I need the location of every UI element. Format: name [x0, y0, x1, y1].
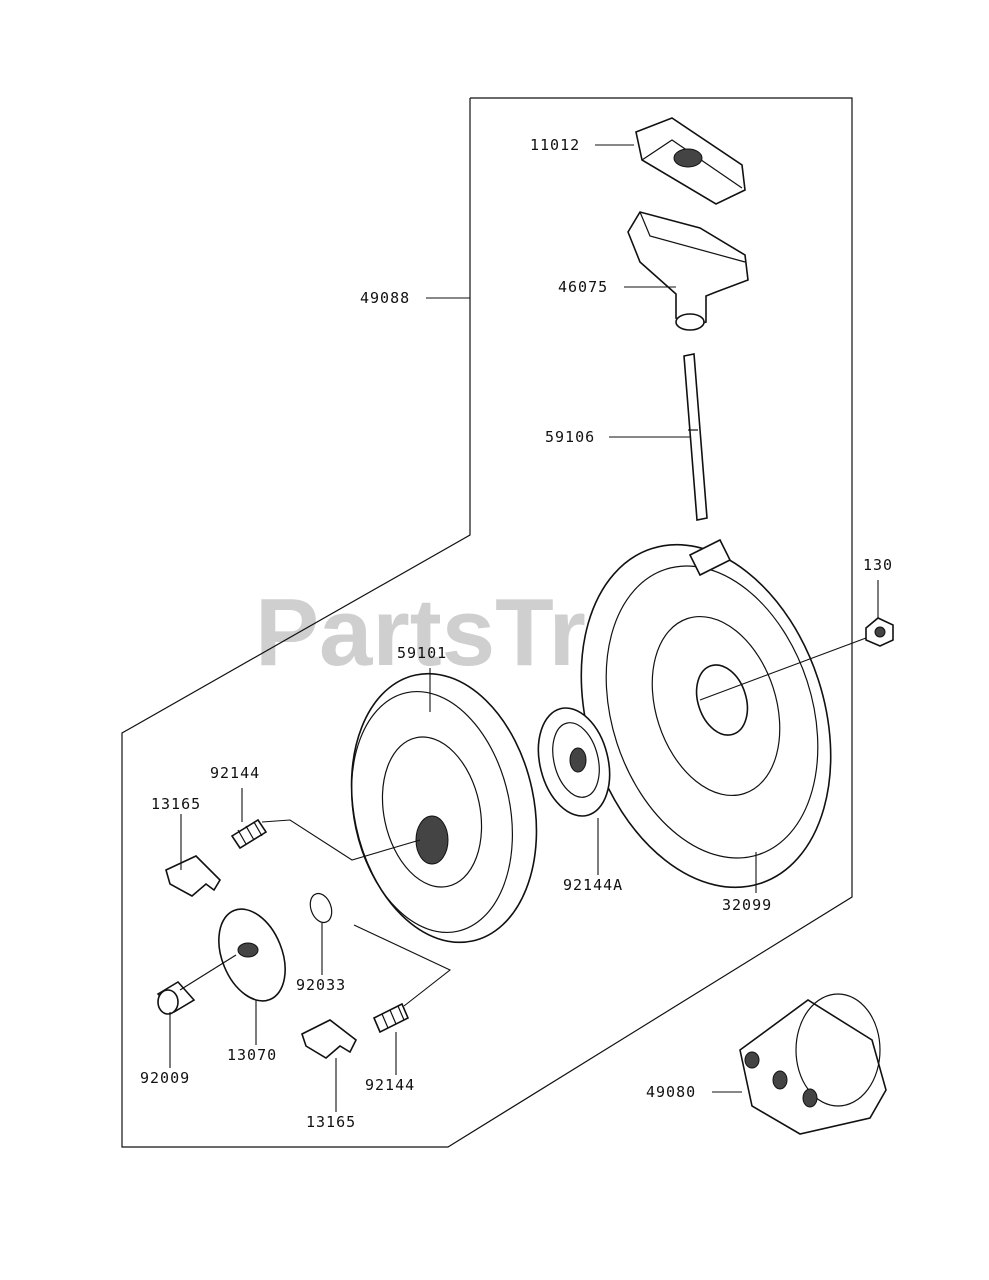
handle-grip-part — [635, 117, 746, 205]
leader-lines — [169, 144, 879, 1112]
spring-top-part — [230, 818, 268, 850]
t-handle-part — [627, 211, 749, 331]
screw-part — [156, 980, 196, 1015]
part-label-46075: 46075 — [558, 278, 608, 296]
part-label-49088: 49088 — [360, 289, 410, 307]
part-label-92144a: 92144A — [563, 876, 623, 894]
clip-part — [309, 892, 333, 924]
part-label-92009: 92009 — [140, 1069, 190, 1087]
part-label-49080: 49080 — [646, 1083, 696, 1101]
pulley-part — [739, 993, 887, 1135]
part-label-13165-top: 13165 — [151, 795, 201, 813]
nut-part — [865, 617, 894, 647]
spring-bottom-part — [372, 1002, 410, 1034]
ratchet-bottom-part — [301, 1019, 358, 1059]
assembly-outline — [121, 97, 853, 1148]
part-label-13070: 13070 — [227, 1046, 277, 1064]
starter-case-part — [580, 538, 832, 889]
part-label-92144-top: 92144 — [210, 764, 260, 782]
part-label-130: 130 — [863, 556, 893, 574]
part-label-59106: 59106 — [545, 428, 595, 446]
part-label-13165-bottom: 13165 — [306, 1113, 356, 1131]
part-label-92033: 92033 — [296, 976, 346, 994]
recoil-spring-part — [537, 707, 611, 817]
guide-plate-part — [218, 908, 286, 1002]
ratchet-top-part — [165, 855, 222, 897]
rope-part — [683, 353, 708, 521]
part-label-92144-bottom: 92144 — [365, 1076, 415, 1094]
reel-part — [350, 672, 538, 944]
part-label-32099: 32099 — [722, 896, 772, 914]
part-label-11012: 11012 — [530, 136, 580, 154]
part-label-59101: 59101 — [397, 644, 447, 662]
